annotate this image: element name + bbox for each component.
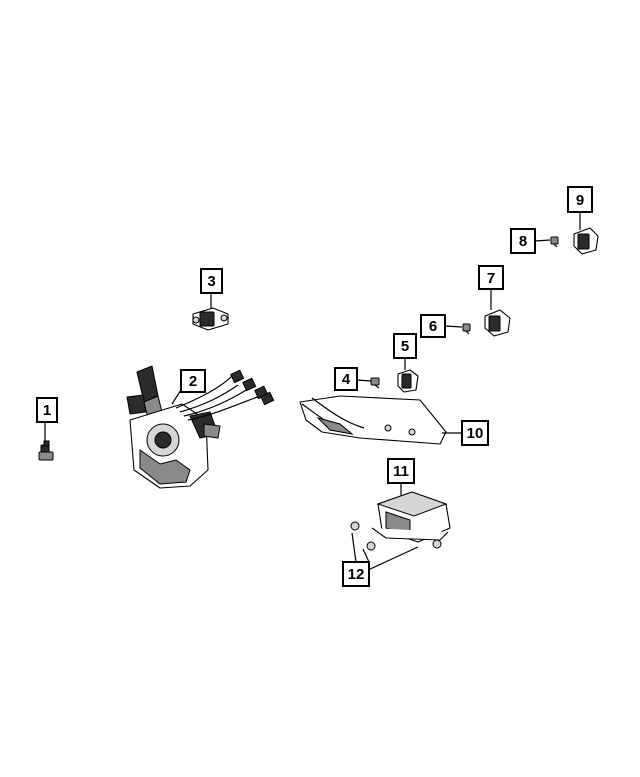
- callout-11-label: 11: [393, 463, 409, 480]
- part-6-bolt: [462, 323, 471, 335]
- callout-5-label: 5: [401, 338, 409, 355]
- callout-12[interactable]: 12: [342, 561, 370, 587]
- callout-7[interactable]: 7: [478, 265, 504, 290]
- part-4-bolt: [370, 377, 380, 389]
- callout-9-label: 9: [576, 192, 584, 209]
- callout-8[interactable]: 8: [510, 228, 536, 254]
- part-9-impact-sensor: [573, 227, 599, 255]
- callout-6-label: 6: [429, 318, 437, 335]
- callout-1[interactable]: 1: [36, 397, 58, 423]
- part-1-switch: [38, 440, 54, 461]
- part-3-sensor: [192, 307, 229, 331]
- part-2-clockspring-switch: [126, 365, 275, 489]
- part-10-bracket: [299, 395, 447, 445]
- callout-4[interactable]: 4: [334, 367, 358, 391]
- callout-12-label: 12: [348, 566, 365, 583]
- callout-4-label: 4: [342, 371, 351, 388]
- callout-10[interactable]: 10: [461, 420, 489, 446]
- callout-2[interactable]: 2: [180, 369, 206, 393]
- part-7-impact-sensor: [484, 309, 511, 337]
- callout-8-label: 8: [519, 233, 527, 250]
- callout-3[interactable]: 3: [200, 268, 223, 294]
- callout-7-label: 7: [487, 270, 495, 287]
- callout-10-label: 10: [467, 425, 484, 442]
- callout-3-label: 3: [207, 273, 215, 290]
- part-11-control-module: [371, 491, 451, 543]
- callout-5[interactable]: 5: [393, 333, 417, 359]
- callout-2-label: 2: [189, 373, 197, 390]
- part-5-impact-sensor: [397, 369, 419, 393]
- callout-9[interactable]: 9: [567, 186, 593, 213]
- callout-1-label: 1: [43, 402, 51, 419]
- callout-11[interactable]: 11: [387, 458, 415, 484]
- part-8-bolt: [550, 236, 559, 248]
- callout-6[interactable]: 6: [420, 314, 446, 338]
- leader-lines: [44, 212, 581, 571]
- part-12-nuts: [350, 521, 442, 551]
